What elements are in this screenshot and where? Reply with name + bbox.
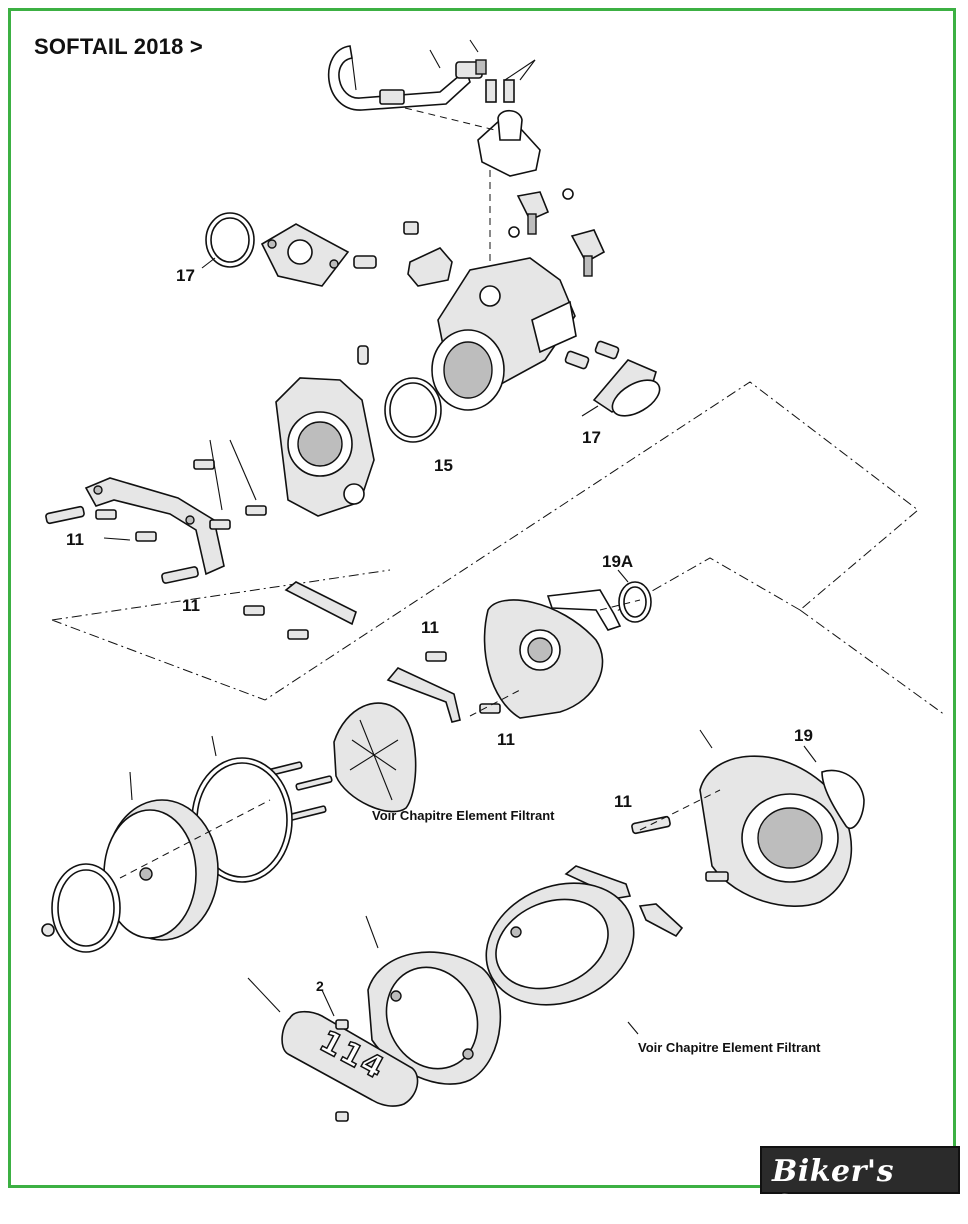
round-cover — [103, 799, 219, 941]
watermark-logo: Biker's Store — [760, 1146, 960, 1224]
strap-bracket — [243, 581, 357, 640]
page-title: SOFTAIL 2018 > — [34, 34, 203, 59]
boundary-upper — [51, 381, 919, 701]
air-cleaner-backplate — [483, 589, 622, 719]
filter-element — [333, 702, 417, 813]
badge-plate — [281, 1010, 419, 1107]
filter-bracket — [386, 651, 501, 723]
injectors — [508, 188, 606, 277]
map-sensor — [403, 221, 453, 287]
callout-19: 19 — [794, 726, 813, 745]
callout-11-e: 11 — [614, 792, 632, 811]
callout-2: 2 — [316, 978, 324, 994]
callout-19a: 19A — [602, 552, 634, 571]
callout-11-a: 11 — [66, 530, 84, 549]
callout-11-c: 11 — [421, 618, 439, 637]
watermark-text: Biker's Store — [772, 1154, 895, 1224]
mount-bracket-left — [84, 477, 225, 576]
oval-filter-element — [485, 882, 635, 1006]
callout-17-right: 17 — [582, 428, 601, 447]
boundary-lower — [614, 557, 946, 716]
callout-17-left: 17 — [176, 266, 195, 285]
page-frame — [8, 8, 956, 1188]
gasket-19 — [821, 769, 865, 829]
fuel-line — [327, 45, 487, 111]
callout-11-d: 11 — [497, 730, 515, 749]
callout-11-b: 11 — [182, 596, 200, 615]
flange-plate-right — [564, 340, 661, 417]
throttle-body — [431, 257, 577, 411]
support-brackets — [564, 865, 684, 938]
oval-front-cover — [367, 951, 502, 1085]
fuel-rail — [477, 79, 541, 177]
flange-plate-left — [260, 223, 350, 287]
filter-note-upper: Voir Chapitre Element Filtrant — [372, 808, 555, 823]
cylinder-backplate — [275, 345, 375, 517]
filter-note-lower: Voir Chapitre Element Filtrant — [638, 1040, 821, 1055]
oval-backplate — [699, 755, 853, 908]
callout-15: 15 — [434, 456, 453, 475]
